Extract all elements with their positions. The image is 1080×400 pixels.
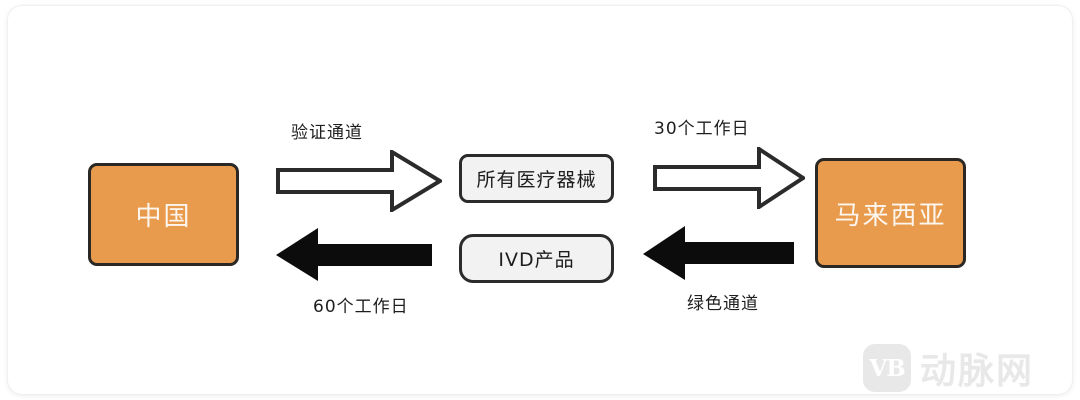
flow-label-30-working-days: 30个工作日 bbox=[654, 119, 750, 139]
arrow-left-solid-icon bbox=[641, 226, 796, 281]
flow-label-validation-channel: 验证通道 bbox=[291, 123, 363, 143]
arrow-right-hollow-icon bbox=[276, 150, 442, 212]
node-all-medical-devices-label: 所有医疗器械 bbox=[476, 169, 597, 191]
arrow-right-hollow-icon bbox=[653, 147, 805, 209]
watermark-logo-icon: VB bbox=[863, 344, 911, 392]
node-malaysia-label: 马来西亚 bbox=[834, 200, 947, 231]
flow-label-green-channel: 绿色通道 bbox=[687, 294, 759, 314]
node-china: 中国 bbox=[88, 163, 239, 266]
node-malaysia: 马来西亚 bbox=[815, 158, 966, 268]
node-ivd-products: IVD产品 bbox=[459, 234, 614, 283]
node-china-label: 中国 bbox=[135, 202, 192, 232]
diagram-card: 中国 马来西亚 所有医疗器械 IVD产品 验证通道 30个工作日 60 bbox=[8, 6, 1072, 394]
node-all-medical-devices: 所有医疗器械 bbox=[459, 154, 614, 203]
flow-label-60-working-days: 60个工作日 bbox=[313, 297, 409, 317]
node-ivd-products-label: IVD产品 bbox=[498, 249, 575, 271]
watermark: VB 动脉网 bbox=[863, 342, 1034, 394]
arrow-left-solid-icon bbox=[274, 228, 434, 282]
watermark-brand-text: 动脉网 bbox=[920, 351, 1035, 392]
